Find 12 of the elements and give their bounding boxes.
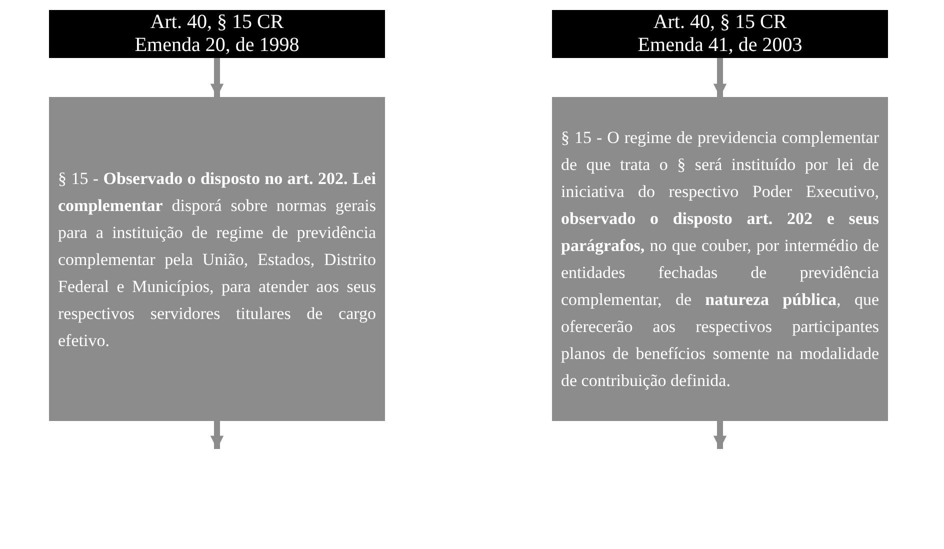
arrow — [210, 421, 224, 449]
arrow — [210, 58, 224, 97]
arrow — [713, 58, 727, 97]
paragraph-text: § 15 - Observado o disposto no art. 202. Lei complementar disporá sobre normas gerais para a instituição de regime de previdência complementar pela União, Estados, Distrito Federal e Municípios, para atender aos seus respectivos servidores titulares de cargo efetivo. — [58, 168, 376, 352]
heading-text: Art. 40, § 15 CR Emenda 20, de 1998 — [134, 11, 300, 57]
header-bar — [49, 10, 385, 58]
heading-text: Art. 40, § 15 CR Emenda 41, de 2003 — [636, 11, 804, 57]
header-bar — [552, 10, 888, 58]
text-panel — [552, 97, 888, 421]
arrow — [713, 421, 727, 449]
paragraph-text: § 15 - O regime de previdencia complementar de que trata o § será instituído por lei de iniciativa do respectivo Poder Executivo, observado o disposto art. 202 e seus parágrafos, no que couber, por intermédio de entidades fechadas de previdência complementar, de natureza pública, que oferecerão aos respectivos participantes planos de benefícios somente na modalidade de contribuição definida. — [561, 127, 879, 392]
text-panel — [49, 97, 385, 421]
